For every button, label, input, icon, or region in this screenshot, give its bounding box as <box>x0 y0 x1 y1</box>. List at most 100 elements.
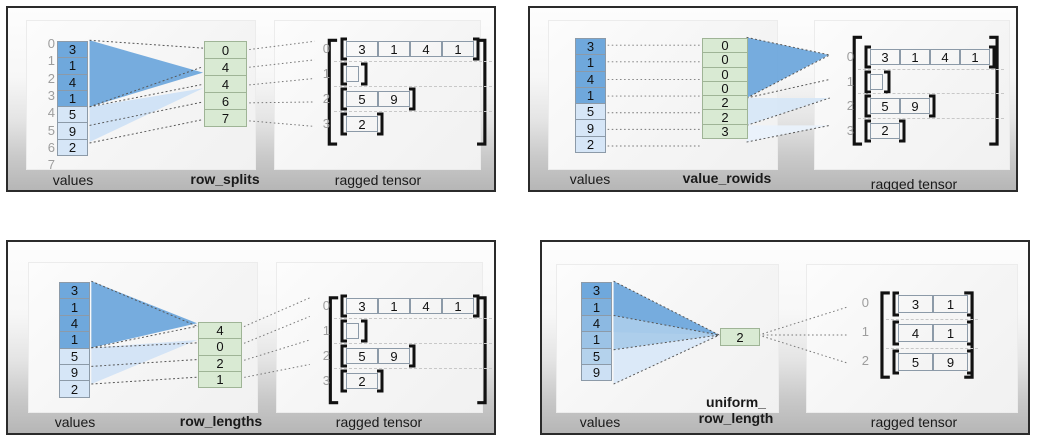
ragged-tensor-cell: 4 <box>930 49 960 65</box>
ragged-row-separator <box>334 368 492 369</box>
values-index-label: 6 <box>47 139 55 155</box>
ragged-tensor-cell: 3 <box>898 295 933 313</box>
ragged-row-index-label: 3 <box>322 373 330 388</box>
values-index-label: 2 <box>47 70 55 86</box>
values-index-label: 3 <box>47 87 55 103</box>
values-cell: 5 <box>57 106 88 124</box>
partition-cell: 0 <box>702 38 748 54</box>
ragged-row-bracket <box>864 119 906 142</box>
ragged-tensor-empty-row-marker <box>346 66 360 82</box>
values-cell: 3 <box>57 41 88 59</box>
card-ragged-tensor-3 <box>276 262 483 413</box>
ragged-row-separator <box>334 111 492 112</box>
values-cell: 2 <box>57 138 88 157</box>
ragged-caption-1: ragged tensor <box>334 172 422 188</box>
ragged-row-index-label: 2 <box>322 348 330 363</box>
ragged-tensor-cell: 4 <box>410 41 442 57</box>
partition-cell: 1 <box>198 370 242 389</box>
ragged-tensor-cell: 9 <box>933 353 968 371</box>
values-cell: 1 <box>575 54 606 72</box>
partition-cell: 6 <box>204 92 247 110</box>
values-cell: 1 <box>59 331 90 349</box>
ragged-row-bracket <box>340 62 368 86</box>
ragged-row-index-label: 0 <box>846 49 854 64</box>
ragged-row-bracket <box>340 37 480 61</box>
ragged-tensor-empty-row-marker <box>870 73 883 90</box>
partition-cell: 0 <box>702 66 748 82</box>
ragged-row-index-label: 1 <box>846 73 854 89</box>
partition-cell: 3 <box>702 123 748 140</box>
ragged-tensor-cell: 1 <box>933 295 968 313</box>
ragged-tensor-cell: 3 <box>346 41 378 57</box>
ragged-tensor-cell: 9 <box>900 98 930 114</box>
ragged-row-bracket <box>340 319 368 343</box>
values-caption-1: values <box>52 172 94 188</box>
ragged-row-separator <box>334 86 492 87</box>
partition-cell: 0 <box>204 41 247 59</box>
ragged-caption-2: ragged tensor <box>870 176 958 192</box>
ragged-row-separator <box>334 343 492 344</box>
partition-cell: 0 <box>702 80 748 97</box>
values-cell: 2 <box>575 135 606 154</box>
values-cell: 1 <box>575 86 606 105</box>
values-index-label: 4 <box>47 105 55 121</box>
values-cell: 1 <box>57 89 88 108</box>
ragged-tensor-cell: 3 <box>870 49 900 65</box>
card-ragged-tensor-2 <box>814 20 1010 170</box>
values-cell: 3 <box>59 282 90 300</box>
partition-cell: 0 <box>198 338 242 356</box>
ragged-row-index-label: 3 <box>322 116 330 131</box>
partition-caption-3: row_lengths <box>179 413 263 429</box>
ragged-tensor-cell: 1 <box>378 298 410 314</box>
ragged-row-bracket <box>892 320 974 346</box>
partition-cell: 0 <box>702 52 748 68</box>
values-index-label: 5 <box>47 122 55 138</box>
ragged-row-index-label: 2 <box>846 98 854 113</box>
ragged-row-bracket <box>340 344 416 368</box>
ragged-row-index-label: 0 <box>322 41 330 56</box>
values-cell: 2 <box>59 380 90 398</box>
values-caption-4: values <box>579 414 621 430</box>
ragged-row-index-label: 2 <box>861 353 869 368</box>
ragged-caption-4: ragged tensor <box>870 414 958 430</box>
ragged-tensor-cell: 1 <box>442 41 474 57</box>
partition-cell: 2 <box>702 95 748 111</box>
ragged-tensor-cell: 1 <box>442 298 474 314</box>
ragged-tensor-cell: 5 <box>870 98 900 114</box>
ragged-tensor-empty-row-marker <box>346 323 360 339</box>
partition-caption-2: value_rowids <box>682 170 772 186</box>
ragged-row-bracket <box>864 94 936 118</box>
ragged-row-bracket <box>340 369 384 393</box>
ragged-row-bracket <box>864 45 996 69</box>
partition-cell: 4 <box>204 75 247 93</box>
ragged-row-separator <box>886 348 978 349</box>
values-caption-3: values <box>54 414 96 430</box>
ragged-row-separator <box>858 117 1004 119</box>
ragged-row-separator <box>858 68 1004 70</box>
ragged-row-index-label: 1 <box>861 324 869 339</box>
ragged-row-index-label: 2 <box>322 91 330 106</box>
values-cell: 1 <box>581 331 612 349</box>
ragged-tensor-cell: 3 <box>346 298 378 314</box>
ragged-tensor-cell: 5 <box>346 348 378 364</box>
values-cell: 4 <box>57 73 88 91</box>
ragged-row-index-label: 3 <box>846 122 854 138</box>
partition-caption-1: row_splits <box>190 171 260 187</box>
ragged-tensor-cell: 2 <box>346 373 378 389</box>
ragged-tensor-cell: 1 <box>378 41 410 57</box>
values-cell: 9 <box>59 363 90 382</box>
ragged-row-bracket <box>864 70 891 93</box>
partition-cell: 7 <box>204 109 247 127</box>
values-cell: 9 <box>575 119 606 137</box>
partition-cell: 4 <box>204 58 247 76</box>
values-cell: 4 <box>59 314 90 333</box>
ragged-tensor-cell: 9 <box>378 348 410 364</box>
